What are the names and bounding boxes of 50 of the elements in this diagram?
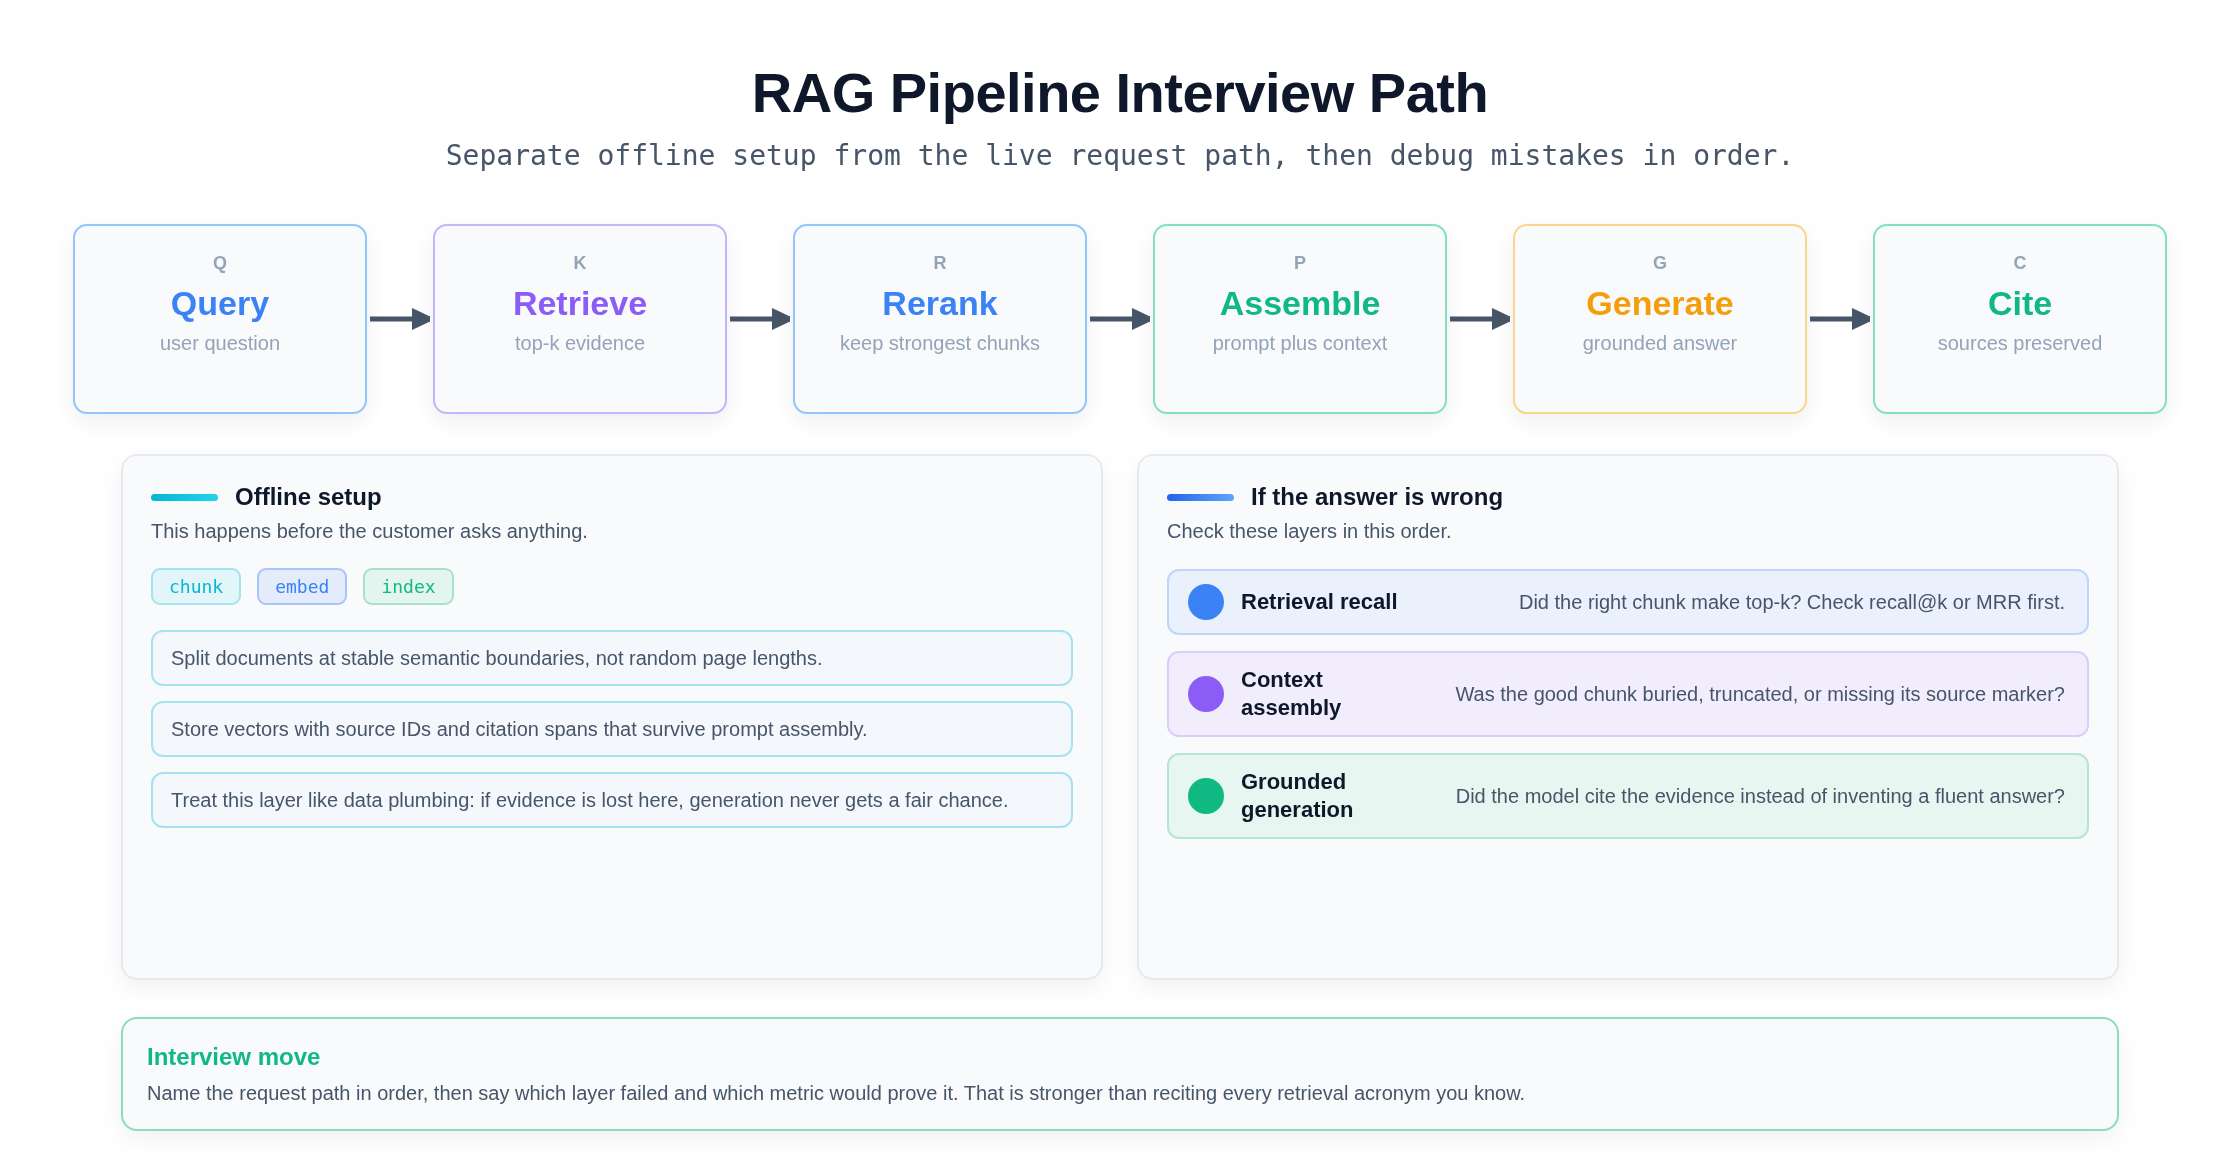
step-name: Generate [1586,283,1734,323]
step-letter: C [2013,252,2027,274]
callout-text: Name the request path in order, then say which layer failed and which metric would prove it. That is stronger than reciting every retrieval acronym you know. [147,1081,1526,1106]
step-letter: Q [213,252,227,274]
step-letter: K [573,252,587,274]
check-title: Grounded generation [1241,768,1355,824]
step-name: Rerank [882,283,998,323]
check-title: Retrieval recall [1241,588,1398,616]
panel-card [1137,454,2119,980]
step-name: Query [170,283,270,323]
check-description: Was the good chunk buried, truncated, or missing its source marker? [1455,682,2065,707]
step-card [1153,224,1447,414]
check-row [1167,569,2089,635]
callout-card [121,1017,2119,1131]
check-title: Context assembly [1241,666,1343,722]
step-description: keep strongest chunks [839,331,1041,356]
title: RAG Pipeline Interview Path [751,60,1489,126]
panel-heading: If the answer is wrong [1251,482,1504,512]
panel-description: This happens before the customer asks anything. [151,519,588,544]
keyword-tag: index [363,568,454,605]
step-card [1873,224,2167,414]
step-description: grounded answer [1582,331,1738,356]
step-note: Store vectors with source IDs and citation spans that survive prompt assembly. [151,701,1073,757]
panel-description: Check these layers in this order. [1167,519,1452,544]
step-note: Split documents at stable semantic boundaries, not random page lengths. [151,630,1073,686]
check-description: Did the model cite the evidence instead of inventing a fluent answer? [1455,784,2065,809]
check-row [1167,753,2089,839]
step-description: prompt plus context [1212,331,1388,356]
step-name: Assemble [1219,283,1381,323]
step-note: Treat this layer like data plumbing: if evidence is lost here, generation never gets a fair chance. [151,772,1073,828]
step-letter: R [933,252,947,274]
step-letter: P [1294,252,1306,274]
keyword-tag: embed [257,568,348,605]
step-card [73,224,367,414]
step-name: Cite [1987,283,2053,323]
step-card [793,224,1087,414]
step-name: Retrieve [512,283,648,323]
check-description: Did the right chunk make top-k? Check recall@k or MRR first. [1518,590,2065,615]
step-description: top-k evidence [514,331,646,356]
step-card [433,224,727,414]
step-description: user question [159,331,281,356]
step-card [1513,224,1807,414]
callout-heading: Interview move [147,1042,321,1072]
check-row [1167,651,2089,737]
subtitle: Separate offline setup from the live request path, then debug mistakes in order. [445,138,1795,174]
step-description: sources preserved [1937,331,2103,356]
keyword-tag: chunk [151,568,242,605]
panel-card [121,454,1103,980]
step-letter: G [1653,252,1667,274]
panel-heading: Offline setup [235,482,382,512]
